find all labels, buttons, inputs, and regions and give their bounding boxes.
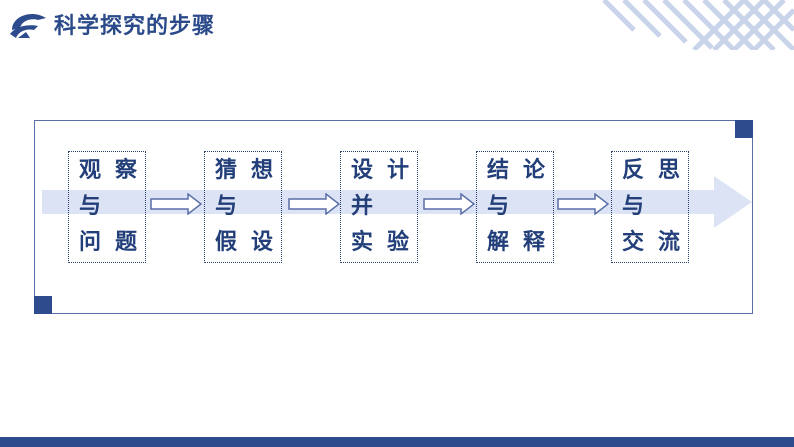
arrow-icon-2 xyxy=(288,193,340,215)
step-char: 猜 xyxy=(214,158,237,183)
step-char: 与 xyxy=(214,194,237,219)
step-char: 解 xyxy=(486,230,509,255)
step-char: 交 xyxy=(621,230,644,255)
step-char: 观 xyxy=(78,158,101,183)
step-char: 与 xyxy=(621,194,644,219)
step-design-experiment: 设 计 并 实 验 xyxy=(340,151,418,263)
step-char: 并 xyxy=(350,194,373,219)
step-char: 察 xyxy=(114,158,137,183)
arrow-icon-4 xyxy=(557,193,609,215)
step-char: 论 xyxy=(522,158,545,183)
step-char: 与 xyxy=(78,194,101,219)
step-char: 想 xyxy=(250,158,273,183)
step-char: 反 xyxy=(621,158,644,183)
step-char: 实 xyxy=(350,230,373,255)
step-char: 设 xyxy=(250,230,273,255)
step-char: 计 xyxy=(386,158,409,183)
step-char: 结 xyxy=(486,158,509,183)
corner-square-bottom-left xyxy=(34,296,52,314)
step-char: 与 xyxy=(486,194,509,219)
corner-square-top-right xyxy=(735,120,753,138)
decorative-pattern xyxy=(594,0,794,56)
step-observe-question: 观 察 与 问 题 xyxy=(68,151,146,263)
step-char: 题 xyxy=(114,230,137,255)
step-char: 释 xyxy=(522,230,545,255)
step-char: 设 xyxy=(350,158,373,183)
bottom-bar xyxy=(0,437,794,447)
step-char: 假 xyxy=(214,230,237,255)
step-guess-hypothesis: 猜 想 与 假 设 xyxy=(204,151,282,263)
step-char: 验 xyxy=(386,230,409,255)
step-char: 思 xyxy=(657,158,680,183)
page-title: 科学探究的步骤 xyxy=(54,14,216,39)
step-char: 流 xyxy=(657,230,680,255)
arrow-icon-3 xyxy=(423,193,475,215)
flow-arrow xyxy=(42,176,752,228)
process-frame xyxy=(34,120,753,314)
step-char: 问 xyxy=(78,230,101,255)
step-reflect-communicate: 反 思 与 交 流 xyxy=(611,151,689,263)
step-conclusion-explanation: 结 论 与 解 释 xyxy=(476,151,554,263)
logo-icon xyxy=(10,14,46,38)
arrow-icon-1 xyxy=(150,193,202,215)
